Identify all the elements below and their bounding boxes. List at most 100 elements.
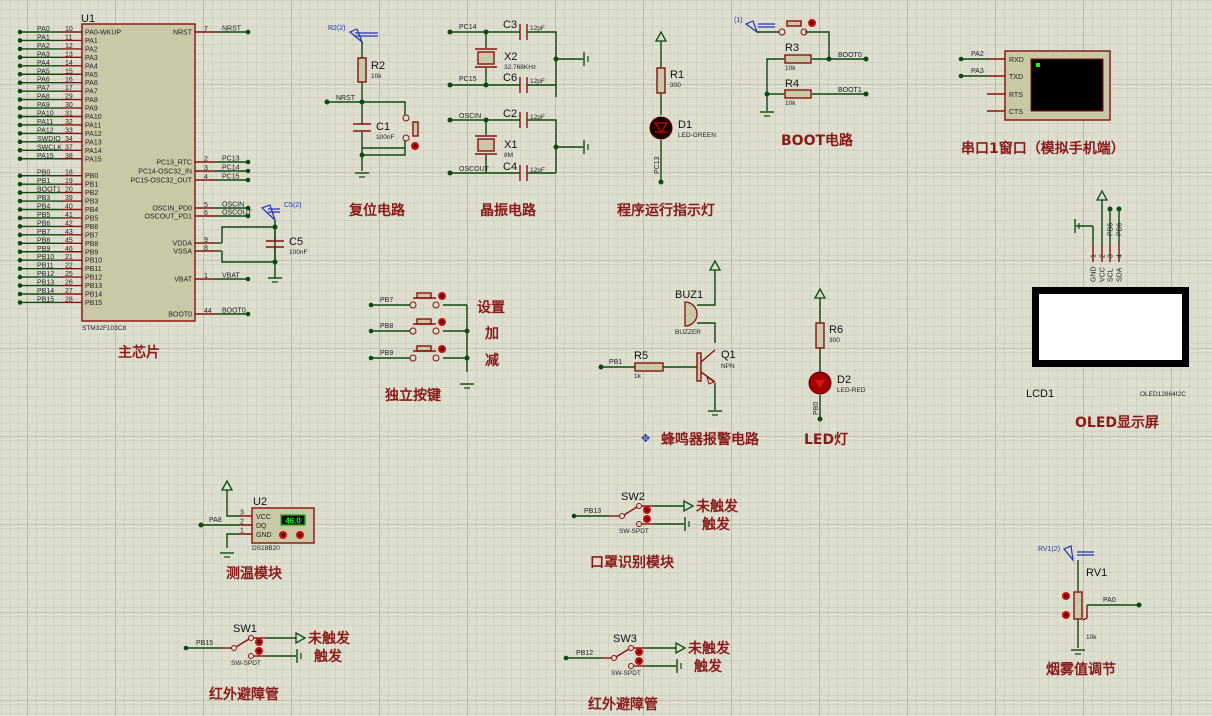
x1-body[interactable] <box>477 138 495 152</box>
pin-terminal[interactable] <box>245 213 251 219</box>
pin-terminal[interactable] <box>245 29 251 35</box>
uart-pin-terminal[interactable] <box>958 56 964 62</box>
switch-terminal[interactable] <box>571 513 577 519</box>
pin-number: 21 <box>65 254 73 261</box>
led-circuit[interactable]: R6 300 D2 LED-RED PB0 LED灯 <box>804 288 866 448</box>
pin-terminal[interactable] <box>17 291 23 297</box>
pin-net-label: OSCIN <box>222 202 244 209</box>
pin-terminal[interactable] <box>17 97 23 102</box>
key-button[interactable] <box>416 318 432 325</box>
uart-screen[interactable] <box>1030 58 1104 112</box>
reset-button[interactable] <box>412 121 419 137</box>
pin-name: PB2 <box>85 190 98 197</box>
pin-net-label: PB7 <box>37 229 50 236</box>
pin-terminal[interactable] <box>245 159 251 165</box>
switch-lever[interactable] <box>623 506 638 516</box>
x2-body[interactable] <box>477 51 495 65</box>
pin-terminal[interactable] <box>17 38 23 43</box>
rv1-body[interactable] <box>1073 591 1083 620</box>
key-terminal[interactable] <box>368 302 374 308</box>
r3-body[interactable] <box>784 54 812 64</box>
pin-terminal[interactable] <box>17 232 23 238</box>
pin-terminal[interactable] <box>245 311 251 317</box>
r1-body[interactable] <box>656 67 666 94</box>
pin-terminal[interactable] <box>17 241 23 246</box>
boot-circuit[interactable]: (1) R3 10k R4 10k BOOT0 BOOT1 BOOT电路 <box>734 17 869 149</box>
pin-terminal[interactable] <box>17 198 23 204</box>
pin-terminal[interactable] <box>17 122 23 128</box>
pin-terminal[interactable] <box>17 139 23 145</box>
key-button[interactable] <box>416 292 432 299</box>
boot-button[interactable] <box>786 20 802 27</box>
pin-terminal[interactable] <box>245 168 251 174</box>
pin-number: 10 <box>65 26 73 33</box>
pin-terminal[interactable] <box>17 257 23 263</box>
key-button[interactable] <box>416 345 432 352</box>
pin-terminal[interactable] <box>17 114 23 119</box>
temp-title: 测温模块 <box>226 565 283 582</box>
pin-terminal[interactable] <box>17 190 23 195</box>
pin-terminal[interactable] <box>17 274 23 280</box>
r5-body[interactable] <box>634 362 664 372</box>
pin-terminal[interactable] <box>17 71 23 77</box>
run-led-circuit[interactable]: R1 300 D1 LED-GREEN PC13 程序运行指示灯 <box>617 31 716 219</box>
pin-terminal[interactable] <box>17 156 23 162</box>
pin-terminal[interactable] <box>17 300 23 305</box>
switch-lever[interactable] <box>235 638 250 648</box>
switch-terminal[interactable] <box>183 645 189 651</box>
pin-terminal[interactable] <box>17 266 23 271</box>
pin-terminal[interactable] <box>245 177 251 183</box>
pin-terminal[interactable] <box>17 207 23 212</box>
pin-terminal[interactable] <box>17 105 23 111</box>
q1-body[interactable] <box>696 352 702 382</box>
pin-terminal[interactable] <box>17 224 23 229</box>
pin-terminal[interactable] <box>245 205 251 211</box>
crystal-circuit[interactable]: PC14 PC15 C3 12pF C6 12pF X2 32.768KHz O… <box>447 19 589 219</box>
buzzer-body[interactable] <box>684 301 698 327</box>
pin-terminal[interactable] <box>245 276 251 282</box>
key-terminal[interactable] <box>368 355 374 361</box>
switch-terminal[interactable] <box>563 655 569 661</box>
pin-terminal[interactable] <box>17 63 23 69</box>
pin-terminal[interactable] <box>17 131 23 136</box>
pin-number: 46 <box>65 246 73 253</box>
pin-terminal[interactable] <box>17 55 23 60</box>
r4-body[interactable] <box>784 89 812 99</box>
pin-terminal[interactable] <box>17 249 23 255</box>
switch-net: PB12 <box>576 650 593 657</box>
switch-lever[interactable] <box>615 648 630 658</box>
pin-terminal[interactable] <box>17 29 23 35</box>
uart-pin-terminal[interactable] <box>958 73 964 79</box>
oled-screen[interactable] <box>1039 294 1182 360</box>
buzzer-circuit[interactable]: BUZ1 BUZZER R5 1k Q1 NPN PB1 ✥ 蜂鸣器报警电路 <box>598 260 760 448</box>
pin-terminal[interactable] <box>17 88 23 94</box>
pin-terminal[interactable] <box>17 215 23 221</box>
pin-number: 6 <box>204 210 208 217</box>
pin-terminal[interactable] <box>17 173 23 178</box>
pin-number: 29 <box>65 94 73 101</box>
pin-terminal[interactable] <box>17 148 23 153</box>
r6-body[interactable] <box>815 322 825 349</box>
temp-reading: 46.0 <box>285 517 301 526</box>
reset-circuit[interactable]: R2(2) R2 10k C1 100nF NRST 复位电路 <box>324 25 420 219</box>
r2-body[interactable] <box>357 57 367 83</box>
pin-terminal[interactable] <box>17 181 23 187</box>
smoke-pot[interactable]: RV1(2) PA0 RV1 10k 烟雾值调节 <box>1038 545 1142 678</box>
pin-terminal[interactable] <box>17 283 23 288</box>
key-terminal[interactable] <box>368 328 374 334</box>
pin-terminal[interactable] <box>17 46 23 52</box>
mcu-body[interactable] <box>81 23 196 322</box>
pin-terminal[interactable] <box>17 80 23 85</box>
